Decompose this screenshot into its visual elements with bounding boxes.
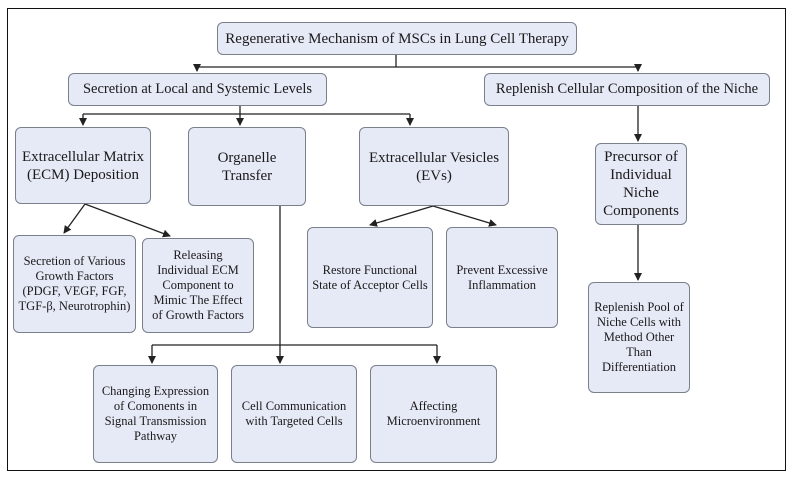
organelle-transfer-box: Organelle Transfer <box>188 127 306 206</box>
edge-organelle-to-level4 <box>148 206 441 364</box>
diagram-frame <box>7 8 786 471</box>
precursor-box: Precursor of Individual Niche Components <box>595 143 687 225</box>
edge-secretion-to-level2 <box>79 106 414 126</box>
edge-title-to-level1 <box>193 55 642 72</box>
releasing-ecm-text: Releasing Individual ECM Component to Mi… <box>152 248 244 322</box>
edge-evs-to-children <box>369 205 497 227</box>
secretion-box: Secretion at Local and Systemic Levels <box>68 73 327 106</box>
evs-box: Extracellular Vesicles (EVs) <box>359 127 509 206</box>
title-text: Regenerative Mechanism of MSCs in Lung C… <box>225 30 569 47</box>
prevent-inflammation-box: Prevent Excessive Inflammation <box>446 227 558 328</box>
evs-text: Extracellular Vesicles (EVs) <box>368 149 500 184</box>
replenish-niche-text: Replenish Cellular Composition of the Ni… <box>495 80 759 97</box>
secretion-text: Secretion at Local and Systemic Levels <box>82 80 313 97</box>
replenish-pool-box: Replenish Pool of Niche Cells with Metho… <box>588 282 690 393</box>
restore-function-box: Restore Functional State of Acceptor Cel… <box>307 227 433 328</box>
growth-factors-text: Secretion of Various Growth Factors (PDG… <box>18 254 131 313</box>
edge-ecm-to-children <box>63 203 171 238</box>
replenish-pool-text: Replenish Pool of Niche Cells with Metho… <box>594 300 684 374</box>
replenish-niche-box: Replenish Cellular Composition of the Ni… <box>484 73 770 106</box>
ecm-deposition-box: Extracellular Matrix (ECM) Deposition <box>15 127 151 204</box>
prevent-inflammation-text: Prevent Excessive Inflammation <box>456 262 548 292</box>
cell-communication-text: Cell Communication with Targeted Cells <box>241 399 347 428</box>
cell-communication-box: Cell Communication with Targeted Cells <box>231 365 357 463</box>
changing-expression-text: Changing Expression of Comonents in Sign… <box>101 384 210 443</box>
growth-factors-box: Secretion of Various Growth Factors (PDG… <box>13 235 136 333</box>
restore-function-text: Restore Functional State of Acceptor Cel… <box>312 262 428 292</box>
precursor-text: Precursor of Individual Niche Components <box>603 149 679 219</box>
ecm-deposition-text: Extracellular Matrix (ECM) Deposition <box>21 148 145 183</box>
title-box: Regenerative Mechanism of MSCs in Lung C… <box>217 22 577 55</box>
affecting-microenvironment-box: Affecting Microenvironment <box>370 365 497 463</box>
releasing-ecm-box: Releasing Individual ECM Component to Mi… <box>142 238 254 333</box>
affecting-microenvironment-text: Affecting Microenvironment <box>386 399 481 428</box>
organelle-transfer-text: Organelle Transfer <box>217 149 277 184</box>
changing-expression-box: Changing Expression of Comonents in Sign… <box>93 365 218 463</box>
